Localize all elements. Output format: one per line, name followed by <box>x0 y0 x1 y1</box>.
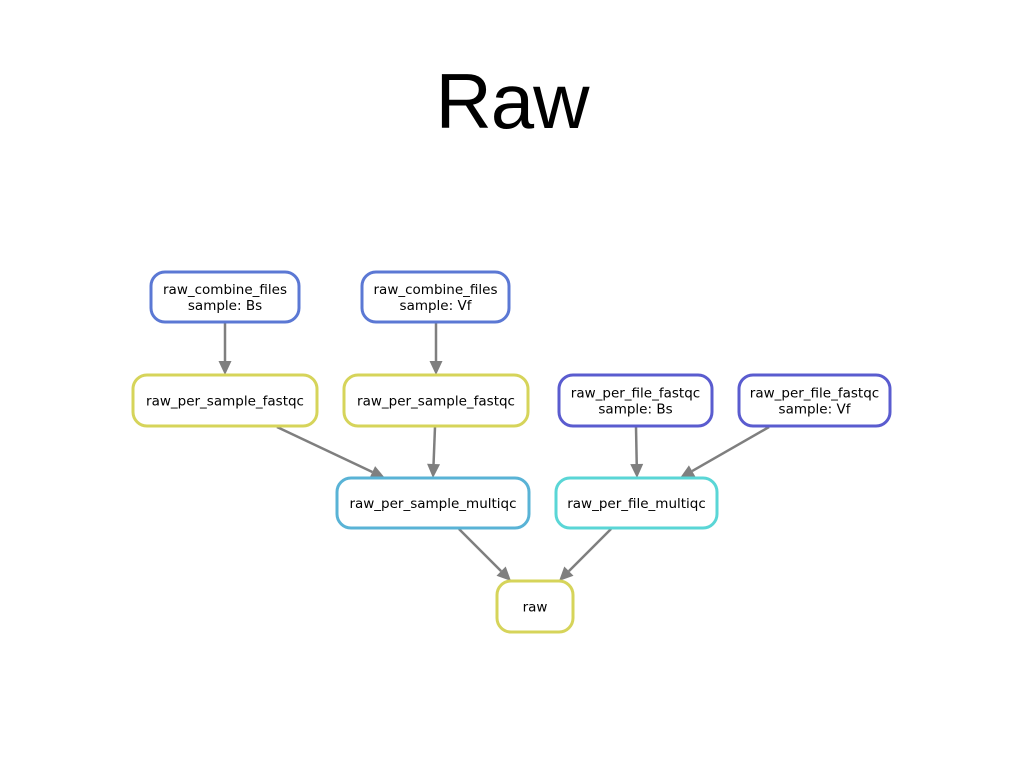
edges-layer <box>218 323 770 581</box>
node-box <box>342 373 530 428</box>
node-label: raw_per_file_multiqc <box>567 496 706 512</box>
node-n8: raw_per_file_multiqc <box>554 476 719 530</box>
edge-n6-to-n8 <box>691 425 770 473</box>
node-label: raw_combine_files <box>374 282 498 298</box>
edge-n5-to-n8 <box>634 426 638 465</box>
node-sublabel: sample: Vf <box>779 402 852 418</box>
node-label: raw_combine_files <box>163 282 287 298</box>
edge-n7-to-n9 <box>458 528 502 572</box>
arrowhead-n2-to-n4 <box>429 361 443 375</box>
node-box <box>131 373 319 428</box>
node-n4: raw_per_sample_fastqc <box>342 373 530 428</box>
node-box <box>360 270 511 324</box>
node-n7: raw_per_sample_multiqc <box>335 476 531 530</box>
node-box <box>737 373 892 428</box>
arrowhead-n7-to-n9 <box>496 566 511 581</box>
node-box <box>335 476 531 530</box>
arrowhead-n1-to-n3 <box>218 361 232 375</box>
edge-n3-to-n7 <box>276 425 373 474</box>
node-box <box>557 373 714 428</box>
node-box <box>149 270 301 324</box>
node-label: raw <box>523 600 548 616</box>
node-label: raw_per_file_fastqc <box>750 386 879 402</box>
page-title: Raw <box>435 57 589 145</box>
node-label: raw_per_file_fastqc <box>571 386 700 402</box>
node-label: raw_per_sample_fastqc <box>357 394 515 410</box>
arrowhead-n8-to-n9 <box>559 566 574 581</box>
node-label: raw_per_sample_fastqc <box>146 394 304 410</box>
node-label: raw_per_sample_multiqc <box>349 496 516 512</box>
arrowhead-n3-to-n7 <box>369 466 385 478</box>
node-sublabel: sample: Vf <box>400 298 473 314</box>
node-sublabel: sample: Bs <box>188 298 262 314</box>
node-sublabel: sample: Bs <box>598 402 672 418</box>
node-n3: raw_per_sample_fastqc <box>131 373 319 428</box>
edge-n8-to-n9 <box>568 528 612 572</box>
node-box <box>554 476 719 530</box>
arrowhead-n4-to-n7 <box>427 463 441 478</box>
arrowhead-n6-to-n8 <box>680 465 696 478</box>
node-box <box>495 579 575 634</box>
arrowhead-n5-to-n8 <box>630 463 644 478</box>
node-n9: raw <box>495 579 575 634</box>
edge-n4-to-n7 <box>432 426 437 465</box>
